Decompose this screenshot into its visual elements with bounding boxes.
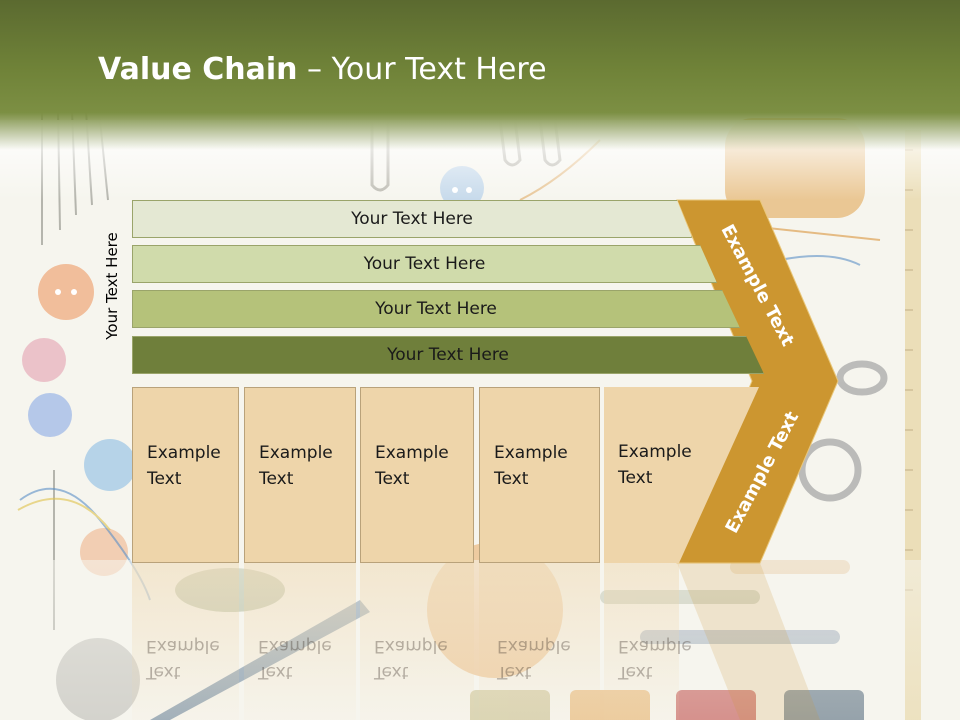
- example-box-5-line1: Example: [618, 442, 692, 462]
- example-box-3[interactable]: Example Text: [360, 387, 474, 563]
- reflection-box-1: [132, 563, 239, 720]
- reflection-box-3: [360, 563, 474, 720]
- value-bar-2-label: Your Text Here: [363, 254, 486, 274]
- reflection-box-5: [604, 563, 679, 720]
- value-bar-4-label: Your Text Here: [387, 345, 509, 365]
- example-box-4[interactable]: Example Text: [479, 387, 600, 563]
- value-bar-4[interactable]: Your Text Here: [132, 336, 764, 374]
- example-box-4-line2: Text: [494, 469, 529, 489]
- example-box-5-line2: Text: [618, 468, 653, 488]
- reflection-box-2: [244, 563, 356, 720]
- value-bar-1[interactable]: Your Text Here: [132, 200, 692, 238]
- example-box-1-line1: Example: [147, 443, 221, 463]
- example-box-2-line1: Example: [259, 443, 333, 463]
- example-box-3-line1: Example: [375, 443, 449, 463]
- example-box-3-line2: Text: [375, 469, 410, 489]
- example-box-2-line2: Text: [259, 469, 294, 489]
- reflection-box-4: [479, 563, 600, 720]
- example-box-2[interactable]: Example Text: [244, 387, 356, 563]
- slide-title[interactable]: Value Chain – Your Text Here: [98, 52, 547, 87]
- example-box-4-line1: Example: [494, 443, 568, 463]
- title-banner: [0, 0, 960, 150]
- value-bar-3-label: Your Text Here: [375, 299, 497, 319]
- slide-title-rest: – Your Text Here: [297, 52, 547, 87]
- value-bar-3[interactable]: Your Text Here: [132, 290, 740, 328]
- example-box-1[interactable]: Example Text: [132, 387, 239, 563]
- example-box-1-line2: Text: [147, 469, 182, 489]
- value-bar-1-label: Your Text Here: [351, 209, 473, 229]
- value-bar-2[interactable]: Your Text Here: [132, 245, 717, 283]
- slide-title-bold: Value Chain: [98, 52, 298, 87]
- bottom-fade-overlay: [0, 560, 960, 720]
